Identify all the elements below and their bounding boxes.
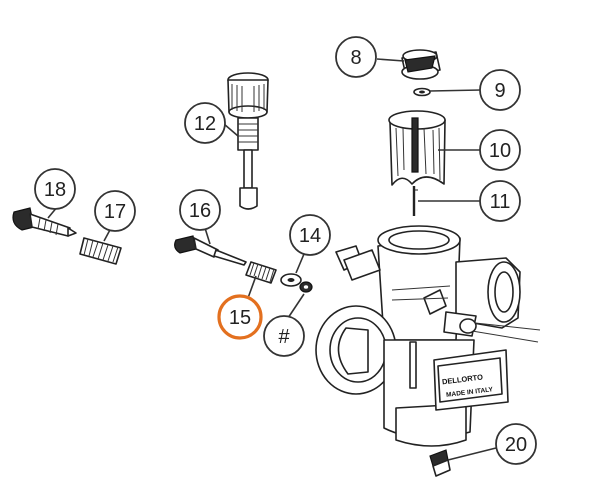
callout-9: 9 <box>479 69 521 111</box>
part-8-cap <box>401 49 441 80</box>
callout-12: 12 <box>184 102 226 144</box>
part-9-clip <box>413 87 431 97</box>
part-16-screw <box>174 235 247 266</box>
callout-11: 11 <box>479 180 521 222</box>
callout-15-label: 15 <box>229 307 251 329</box>
part-11-needle <box>412 186 418 216</box>
callout-14: 14 <box>289 214 331 256</box>
callout-20-label: 20 <box>505 434 527 456</box>
callout-8: 8 <box>335 36 377 78</box>
callout-20: 20 <box>495 423 537 465</box>
part-hash-oring <box>299 281 313 293</box>
part-17-spring <box>79 237 122 265</box>
callout-10-label: 10 <box>489 140 511 162</box>
callout-17-label: 17 <box>104 201 126 223</box>
callout-15-highlighted: 15 <box>217 294 263 340</box>
callout-16: 16 <box>179 189 221 231</box>
callout-10: 10 <box>479 129 521 171</box>
callout-17: 17 <box>94 190 136 232</box>
part-12-choke <box>227 72 269 210</box>
callout-11-label: 11 <box>490 191 511 213</box>
callout-14-label: 14 <box>299 225 321 247</box>
carburetor-body <box>315 225 541 447</box>
leader-lines <box>47 58 497 461</box>
callout-18: 18 <box>34 168 76 210</box>
part-18-airscrew <box>12 207 77 237</box>
callout-9-label: 9 <box>494 80 505 102</box>
callout-16-label: 16 <box>189 200 211 222</box>
part-14-washer <box>280 273 302 287</box>
part-15-spring <box>245 261 277 284</box>
callout-hash-label: # <box>278 326 290 348</box>
part-10-slide <box>388 110 446 186</box>
callout-18-label: 18 <box>44 179 66 201</box>
callout-hash: # <box>263 315 305 357</box>
part-20-drainscrew <box>429 449 451 477</box>
callout-8-label: 8 <box>350 47 361 69</box>
callout-12-label: 12 <box>194 113 216 135</box>
